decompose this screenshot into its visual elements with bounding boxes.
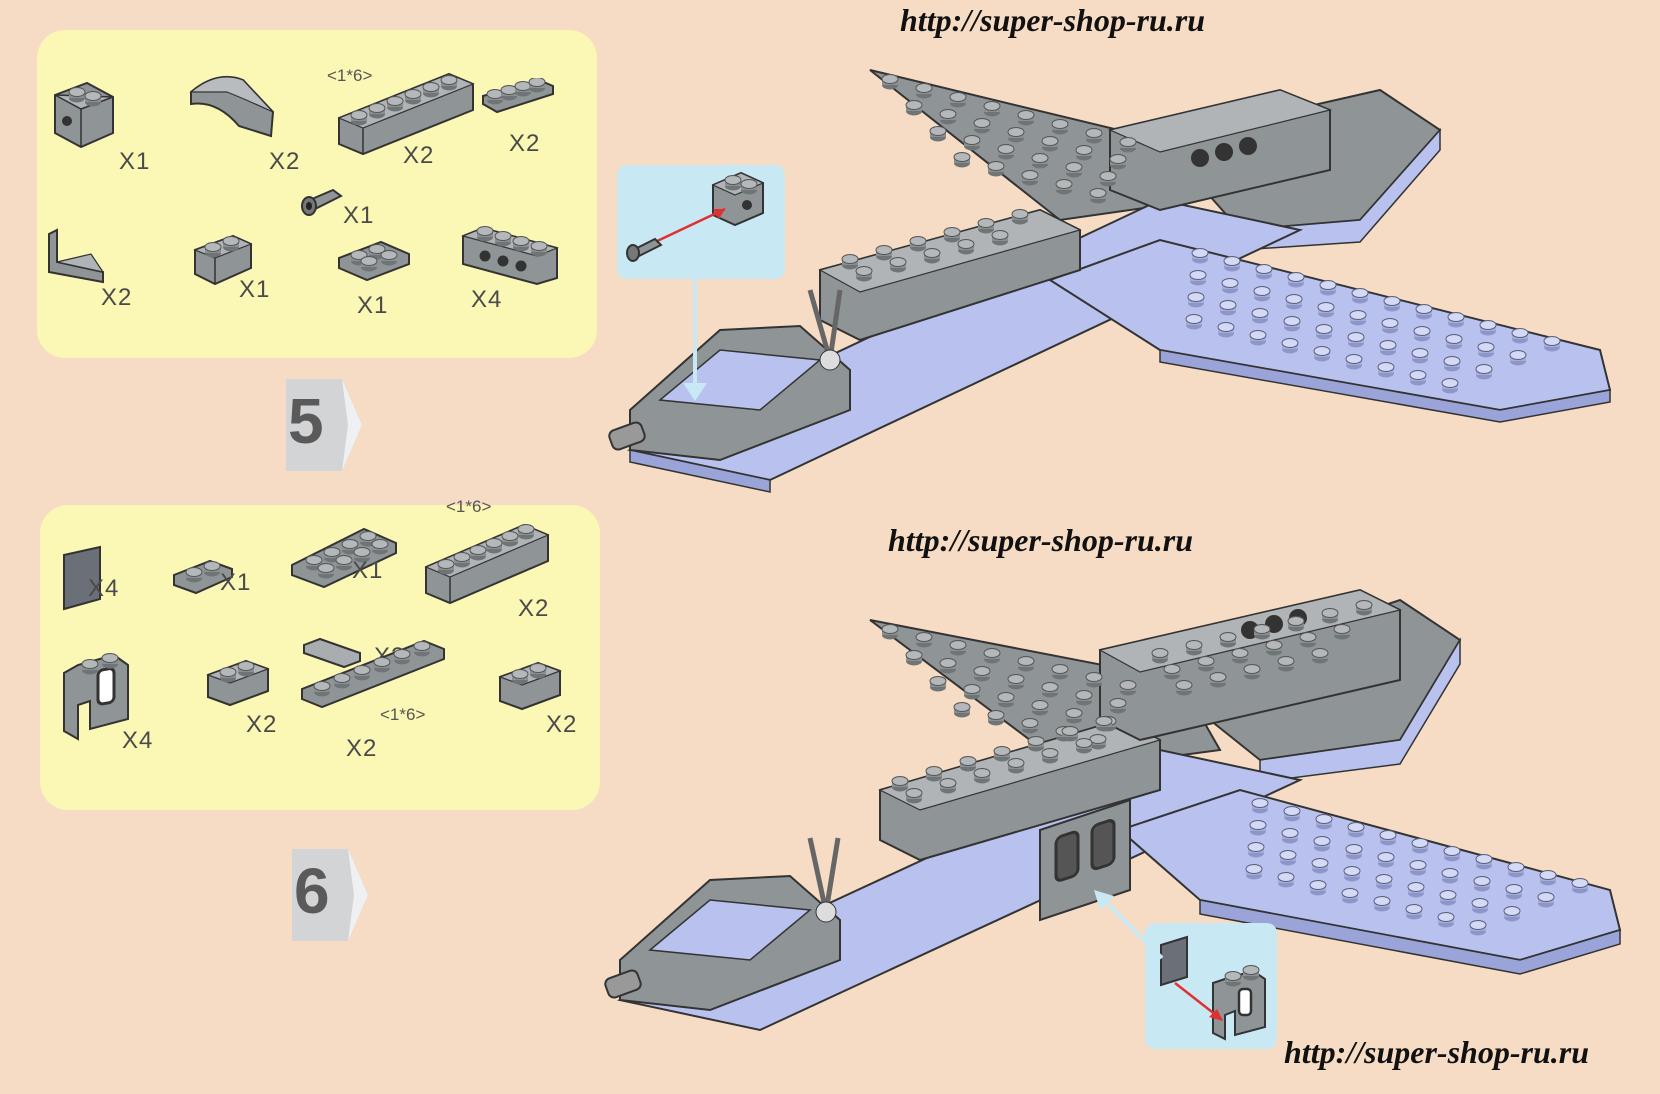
plate-1x2-part xyxy=(173,559,233,595)
part-qty: X1 xyxy=(357,292,389,319)
part-qty: X1 xyxy=(220,569,252,596)
part-qty: X4 xyxy=(471,286,503,313)
part-qty: X1 xyxy=(343,202,375,229)
tile-1x2-part xyxy=(303,637,361,669)
plate-2x2-part xyxy=(338,240,410,282)
brick-1x2-part xyxy=(206,659,270,707)
technic-pin-part xyxy=(301,188,343,216)
part-qty: X4 xyxy=(122,727,154,754)
part-qty: X1 xyxy=(352,557,384,584)
brick-1x2-part xyxy=(498,661,562,711)
bracket-part xyxy=(48,228,105,284)
technic-brick-1x4-part xyxy=(461,226,559,286)
watermark-text: http://super-shop-ru.ru xyxy=(1284,1034,1589,1070)
part-size-label: <1*6> xyxy=(327,66,373,85)
callout-pointer-arrow-icon xyxy=(1094,890,1164,960)
part-size-label: <1*6> xyxy=(446,497,492,516)
callout-glass-into-window xyxy=(1160,935,1266,1041)
part-qty: X2 xyxy=(101,284,133,311)
callout-pin-into-technic-brick xyxy=(626,171,765,262)
step6-arrow-badge xyxy=(292,849,368,941)
step6-airplane-model xyxy=(604,588,1622,1032)
red-arrow-icon xyxy=(652,207,726,245)
part-qty: X2 xyxy=(403,142,435,169)
brick-1x6-part xyxy=(337,72,475,156)
plate-2x4-part xyxy=(291,527,397,589)
glass-pane-part xyxy=(63,545,101,611)
brick-1x2-part xyxy=(193,234,253,286)
technic-brick-1x1-part xyxy=(54,81,114,149)
step5-arrow-badge xyxy=(286,379,362,471)
part-qty: X2 xyxy=(246,711,278,738)
part-qty: X1 xyxy=(119,148,151,175)
watermark-text: http://super-shop-ru.ru xyxy=(888,522,1193,558)
step5-number: 5 xyxy=(288,385,324,457)
callout-pointer-arrow-icon xyxy=(683,279,707,401)
step6-parts-panel: X4 X1 X1 <1*6> X2 X2 X4 X2 xyxy=(40,497,600,810)
watermark-text: http://super-shop-ru.ru xyxy=(900,2,1205,38)
plate-1x4-part xyxy=(482,78,554,114)
step5-callout-box xyxy=(617,165,785,279)
part-qty: X2 xyxy=(269,148,301,175)
plate-1x6-part xyxy=(301,639,445,709)
part-qty: X2 xyxy=(518,595,550,622)
part-qty: X2 xyxy=(509,130,541,157)
window-frame-part xyxy=(63,653,129,741)
curved-slope-part xyxy=(189,76,275,138)
step6-callout-box xyxy=(1145,923,1277,1049)
part-size-label: <1*6> xyxy=(380,705,426,724)
step5-parts-panel: X1 X2 <1*6> X2 X2 X1 X2 X1 xyxy=(37,30,597,358)
part-qty: X4 xyxy=(88,575,120,602)
part-qty: X2 xyxy=(546,711,578,738)
part-qty: X2 xyxy=(346,735,378,762)
step6-number: 6 xyxy=(294,855,330,927)
part-qty: X1 xyxy=(239,276,271,303)
brick-1x6-part xyxy=(424,523,550,605)
step5-airplane-model xyxy=(608,69,1612,493)
